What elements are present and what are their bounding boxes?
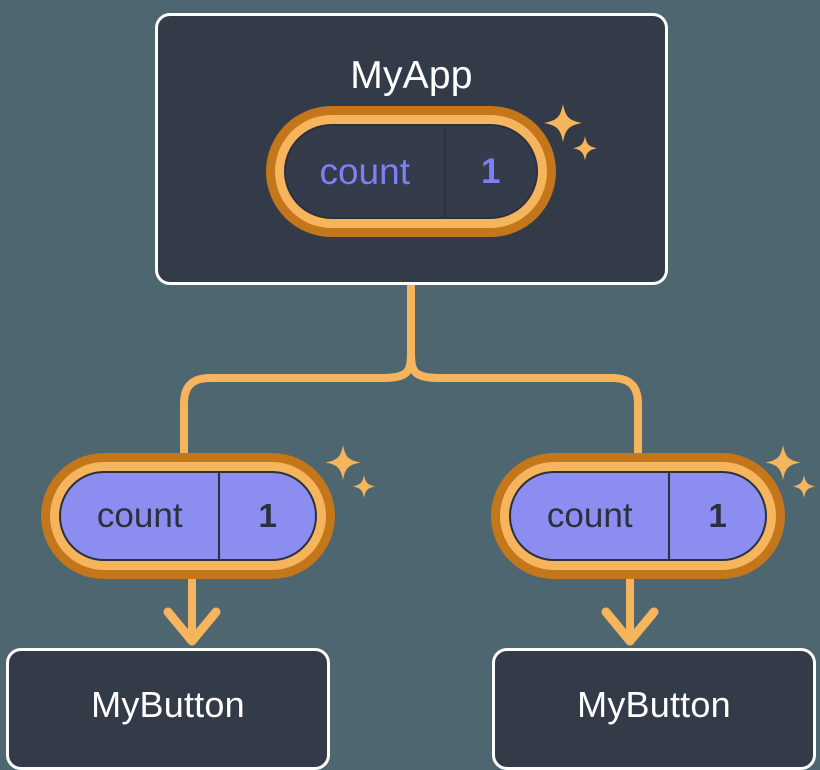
component-node-mybutton-right[interactable]: MyButton — [492, 648, 816, 770]
state-value: 1 — [218, 473, 315, 559]
state-pill-ring: count 1 — [500, 462, 776, 570]
state-key: count — [319, 150, 410, 192]
myapp-title: MyApp — [350, 54, 473, 97]
state-key: count — [96, 496, 183, 535]
state-value: 1 — [443, 126, 537, 217]
state-pill-left[interactable]: count 1 — [41, 453, 335, 579]
state-pill-myapp[interactable]: count 1 — [266, 106, 556, 237]
component-node-mybutton-left[interactable]: MyButton — [6, 648, 330, 770]
state-pill-right[interactable]: count 1 — [491, 453, 785, 579]
mybutton-title: MyButton — [91, 684, 245, 725]
arrow-down-icon-left — [163, 576, 221, 646]
mybutton-title: MyButton — [577, 684, 731, 725]
branch-connector — [180, 285, 642, 459]
state-pill-body: count 1 — [284, 124, 538, 219]
state-pill-body: count 1 — [509, 471, 767, 561]
state-key: count — [546, 496, 633, 535]
arrow-down-icon-right — [601, 576, 659, 646]
state-pill-ring: count 1 — [275, 115, 547, 228]
state-pill-body: count 1 — [59, 471, 317, 561]
state-pill-ring: count 1 — [50, 462, 326, 570]
state-value: 1 — [668, 473, 765, 559]
